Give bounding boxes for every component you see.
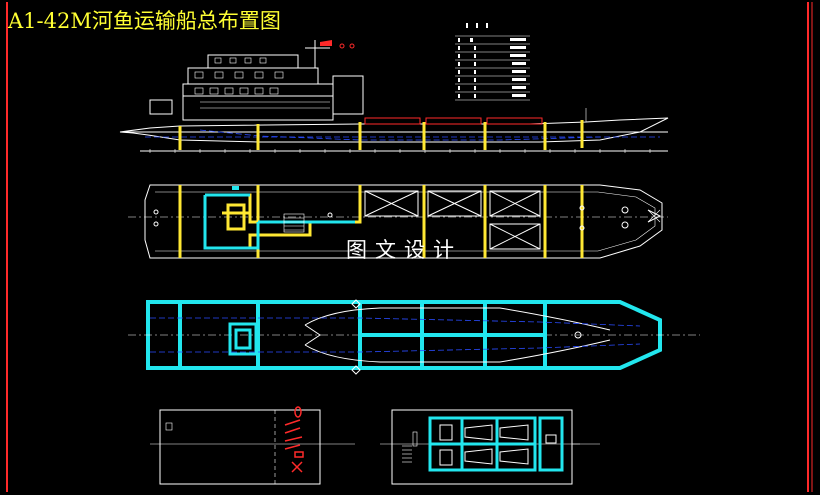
waterline-hold-upper <box>150 317 641 327</box>
waterline-hold-lower <box>150 343 641 353</box>
waterline-curve <box>199 129 601 141</box>
mast-light-icon <box>349 43 355 49</box>
superstructure <box>149 40 364 121</box>
anchor-icon <box>647 209 662 223</box>
pipe-markers <box>351 299 582 375</box>
bulkheads-elevation <box>178 120 584 150</box>
deck-outline <box>144 184 663 259</box>
fish-tank-curve-lower <box>304 339 611 363</box>
hatch-covers <box>364 117 543 125</box>
fish-tank-aft-end <box>304 324 321 346</box>
section-left-red-marks <box>284 406 304 473</box>
table-glyph-marks <box>458 23 526 98</box>
hold-outline <box>146 300 662 370</box>
deck-plan-view <box>128 184 668 259</box>
section-frame-left <box>159 409 321 485</box>
hold-bulkheads <box>178 302 547 368</box>
compass-mark <box>232 186 239 190</box>
section-right-stairs <box>402 431 418 463</box>
section-view-left <box>150 406 355 485</box>
section-right-tanks <box>428 416 564 472</box>
superstructure-windows <box>194 57 330 109</box>
section-right-inner <box>439 424 557 466</box>
hold-plan-view <box>128 299 700 375</box>
side-elevation-view <box>119 40 669 153</box>
watermark-text: 图文设计 <box>346 238 462 262</box>
stairway <box>283 213 305 233</box>
mast-light-icon <box>339 43 345 49</box>
engine-room-box <box>228 322 258 356</box>
mast-flag-icon <box>320 40 332 46</box>
particulars-table <box>455 23 530 101</box>
drawing-title: A1-42M河鱼运输船总布置图 <box>8 9 281 33</box>
hull-profile <box>119 117 669 143</box>
mooring-bitts <box>153 205 629 231</box>
section-frame-right <box>391 409 573 485</box>
cargo-hatches <box>364 190 541 250</box>
fish-tank-curve-upper <box>304 307 611 331</box>
cabin-overlay <box>203 193 355 250</box>
frame-ticks-elevation <box>149 149 651 153</box>
section-view-right <box>380 409 600 485</box>
